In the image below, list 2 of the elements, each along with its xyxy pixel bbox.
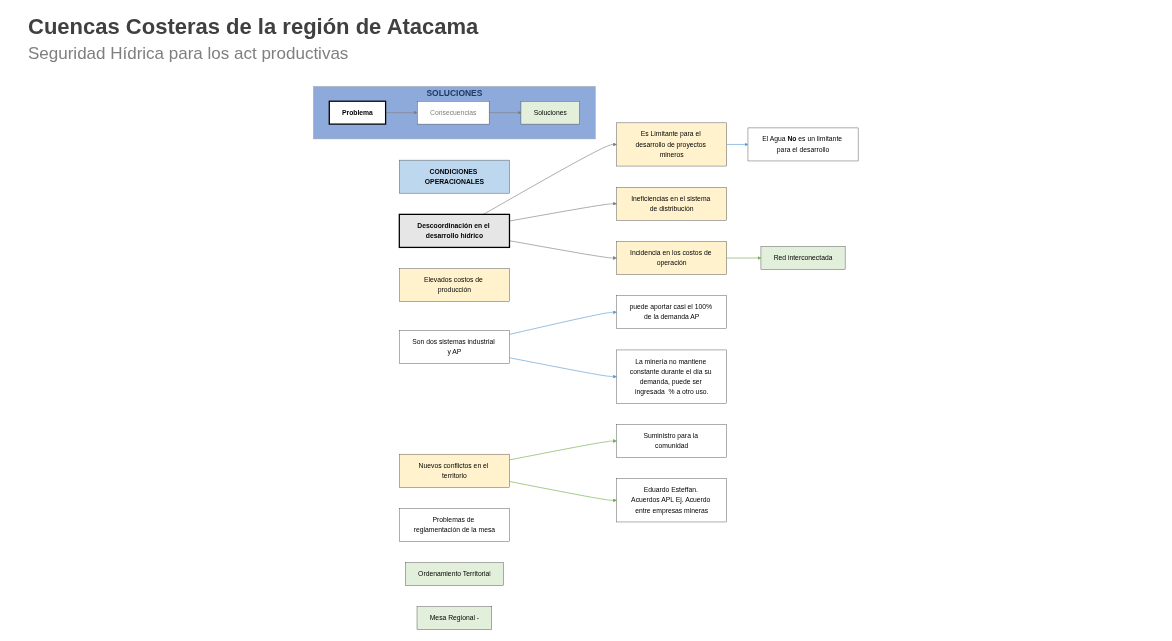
- diagram-title: Cuencas Costeras de la región de Atacama: [28, 14, 479, 40]
- subtitle-text: Seguridad Hídrica para los act productivas: [28, 44, 350, 64]
